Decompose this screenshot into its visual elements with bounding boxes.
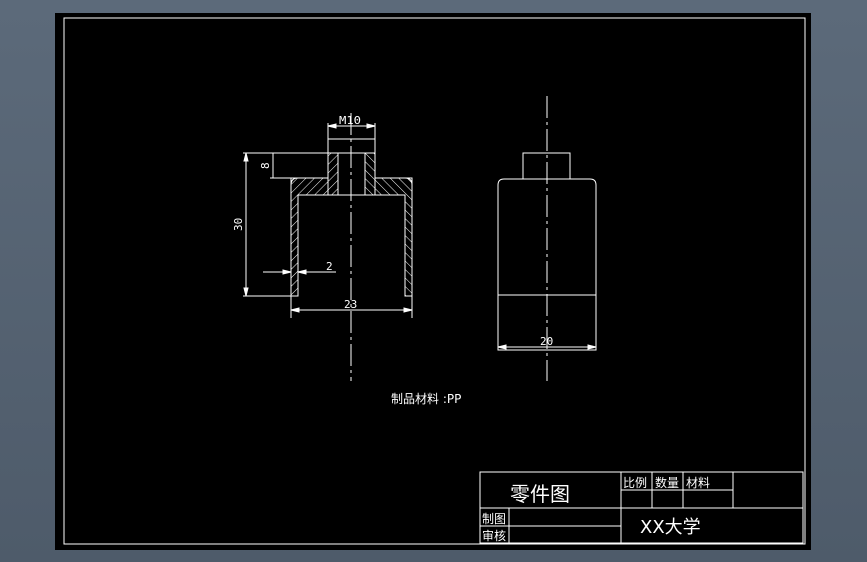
dim-thread: M10 bbox=[339, 114, 361, 127]
cad-viewport[interactable]: M10 30 8 2 23 20 制品材料 :PP 零件图 比例 数量 材料 制… bbox=[55, 13, 811, 550]
sheet-border bbox=[63, 17, 806, 545]
part-title: 零件图 bbox=[510, 482, 570, 506]
qty-label: 数量 bbox=[655, 475, 679, 490]
material-note: 制品材料 :PP bbox=[391, 392, 461, 406]
drawn-label: 制图 bbox=[482, 512, 506, 526]
scale-label: 比例 bbox=[623, 476, 647, 490]
side-view bbox=[497, 96, 597, 381]
section-view bbox=[243, 113, 413, 381]
material-label: 材料 bbox=[686, 476, 710, 490]
dim-width-section: 23 bbox=[344, 298, 357, 311]
engineering-drawing: M10 30 8 2 23 20 制品材料 :PP 零件图 比例 数量 材料 制… bbox=[63, 17, 806, 545]
dim-height-top: 8 bbox=[259, 162, 272, 169]
dim-wall: 2 bbox=[326, 260, 333, 273]
dim-height-total: 30 bbox=[232, 218, 245, 231]
school-name: XX大学 bbox=[640, 517, 701, 538]
dim-width-side: 20 bbox=[540, 335, 553, 348]
checked-label: 审核 bbox=[482, 528, 506, 543]
title-block bbox=[479, 471, 804, 544]
